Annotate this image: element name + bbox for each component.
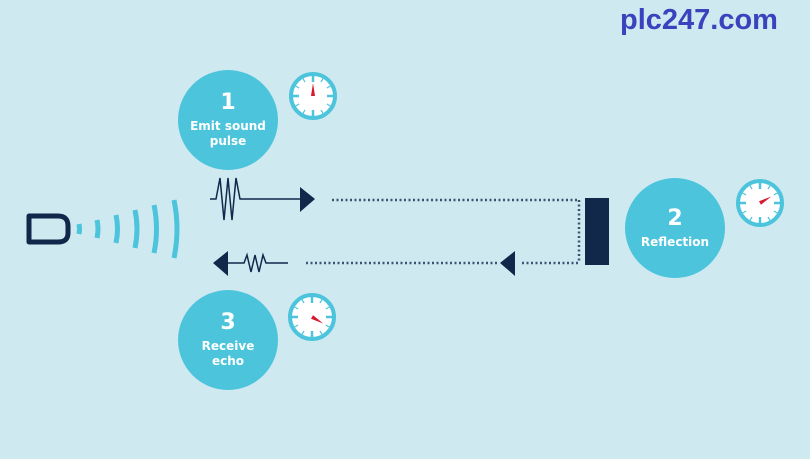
stopwatch-icon	[289, 72, 337, 120]
step-label-line2: echo	[211, 354, 245, 368]
step-3-receive: 3 Receive echo	[178, 290, 278, 390]
return-arrow-head	[500, 251, 515, 276]
brand-watermark: plc247.com	[620, 4, 778, 36]
step-2-reflection: 2 Reflection	[625, 178, 725, 278]
pulse-arrow-right	[210, 177, 315, 221]
stopwatch-icon	[736, 179, 784, 227]
reflector-block	[585, 198, 609, 265]
step-number: 1	[220, 90, 236, 115]
step-number: 2	[667, 205, 683, 231]
stopwatch-icon	[288, 293, 336, 341]
outbound-dotted-path	[305, 198, 581, 265]
step-label-line2: pulse	[209, 134, 247, 148]
step-label-line1: Receive	[201, 339, 255, 353]
step-number: 3	[220, 310, 236, 335]
step-label-line1: Reflection	[640, 234, 710, 249]
ultrasonic-sensor-icon	[26, 213, 71, 245]
sound-waves-icon	[76, 199, 180, 259]
step-1-emit: 1 Emit sound pulse	[178, 70, 278, 170]
step-label-line1: Emit sound	[190, 119, 266, 133]
pulse-arrow-left	[213, 251, 288, 276]
